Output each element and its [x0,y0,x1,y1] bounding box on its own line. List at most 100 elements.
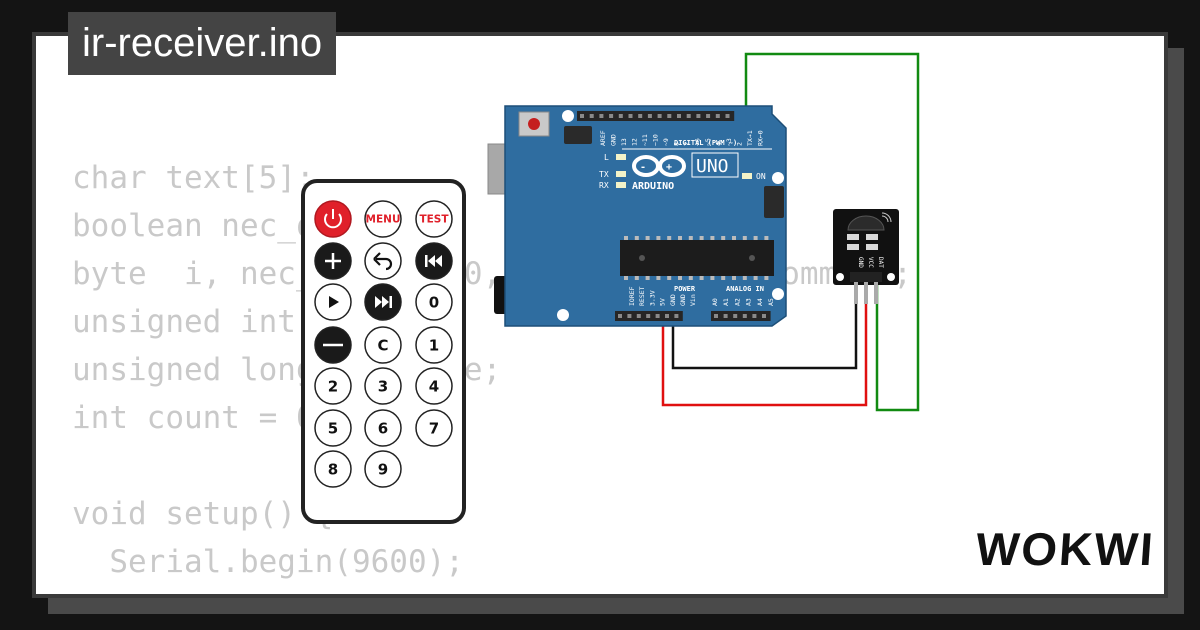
zero-button[interactable]: 0 [415,283,453,321]
analog-pin-header[interactable] [711,311,771,321]
test-button[interactable]: TEST [415,200,453,238]
header-pin[interactable] [725,114,730,118]
uno-badge [691,152,739,178]
remote-button-label: 5 [328,420,338,438]
header-pin[interactable] [742,314,747,318]
header-pin[interactable] [762,314,766,318]
header-pin[interactable] [657,114,662,118]
remote-button-grid: MENU TEST 0C 1 2 3 4 5 6 7 8 9 [314,200,453,488]
header-pin[interactable] [686,114,691,118]
header-pin[interactable] [627,314,632,318]
five-button[interactable]: 5 [314,409,352,447]
header-pin[interactable] [589,114,594,118]
header-pin[interactable] [667,114,672,118]
plus-button[interactable] [314,242,352,280]
two-button[interactable]: 2 [314,367,352,405]
header-pin[interactable] [638,114,643,118]
remote-button-label: 2 [328,378,338,396]
ir-pin[interactable] [874,282,878,304]
mount-hole [772,172,784,184]
power-label: POWER [674,285,696,293]
ir-receiver-module[interactable]: GND VCC DAT [833,209,899,304]
led-l-label: L [604,153,609,162]
ir-remote[interactable]: MENU TEST 0C 1 2 3 4 5 6 7 8 9 [301,179,466,524]
header-pin[interactable] [646,314,651,318]
play-button[interactable] [314,283,352,321]
pin-label: GND [610,134,618,146]
pin-label: A0 [711,298,719,306]
reset-button-cap[interactable] [528,118,540,130]
ir-smd-part [866,234,878,240]
chip-pins [624,236,769,280]
header-pin[interactable] [599,114,604,118]
wire-green[interactable] [744,52,920,412]
remote-button-label: 9 [378,461,388,479]
nine-button[interactable]: 9 [364,450,402,488]
ir-smd-part [866,244,878,250]
logo-minus: - [640,162,646,173]
pin-label: 4 [715,142,723,146]
digital-label: DIGITAL (PWM ~) [674,139,737,147]
header-pin[interactable] [580,114,584,118]
remote-button-label: 4 [429,378,439,396]
header-pin[interactable] [665,314,669,318]
menu-button[interactable]: MENU [364,200,402,238]
power-button[interactable] [314,200,352,238]
header-pin[interactable] [655,314,660,318]
c-button[interactable]: C [364,326,402,364]
power-pin-header[interactable] [615,311,683,321]
pin-label: 7 [683,142,691,146]
header-pin[interactable] [714,314,718,318]
arduino-brand-text: ARDUINO [632,181,674,192]
digital-pin-header[interactable] [577,111,735,121]
remote-button-label: 1 [429,337,439,355]
arduino-infinity-logo [632,155,686,177]
header-pin[interactable] [628,114,633,118]
plus-icon [325,253,341,269]
pin-label: 12 [631,138,639,146]
header-pin[interactable] [618,114,623,118]
ir-mount-hole [836,273,844,281]
analog-label: ANALOG IN [726,285,764,293]
six-button[interactable]: 6 [364,409,402,447]
ir-pin[interactable] [864,282,868,304]
pin-label: 3.3V [648,290,656,306]
seven-button[interactable]: 7 [415,409,453,447]
header-pin[interactable] [696,114,701,118]
header-pin[interactable] [752,314,757,318]
pin-label: GND [669,294,677,306]
pin-label: TX→1 [746,130,754,146]
minus-button[interactable] [314,326,352,364]
header-pin[interactable] [618,314,622,318]
pin-label: RX←0 [757,130,765,146]
three-button[interactable]: 3 [364,367,402,405]
header-pin[interactable] [706,114,711,118]
header-pin[interactable] [715,114,720,118]
remote-button-label: 7 [429,420,439,438]
eight-button[interactable]: 8 [314,450,352,488]
icsp-header-side [764,186,784,218]
prev-button[interactable] [415,242,453,280]
project-title[interactable]: ir-receiver.ino [68,12,337,75]
header-pin[interactable] [674,314,679,318]
header-pin[interactable] [723,314,728,318]
next-button[interactable] [364,283,402,321]
back-button[interactable] [364,242,402,280]
header-pin[interactable] [677,114,681,118]
header-pin[interactable] [733,314,738,318]
next-icon [375,296,392,308]
pin-label: A4 [756,298,764,306]
pin-label: GND [679,294,687,306]
ir-pin[interactable] [854,282,858,304]
header-pin[interactable] [647,114,652,118]
wire-red[interactable] [661,282,868,407]
one-button[interactable]: 1 [415,326,453,364]
uno-model-text: UNO [696,156,729,177]
wire-black[interactable] [671,282,858,370]
header-pin[interactable] [609,114,614,118]
four-button[interactable]: 4 [415,367,453,405]
header-pin[interactable] [636,314,641,318]
